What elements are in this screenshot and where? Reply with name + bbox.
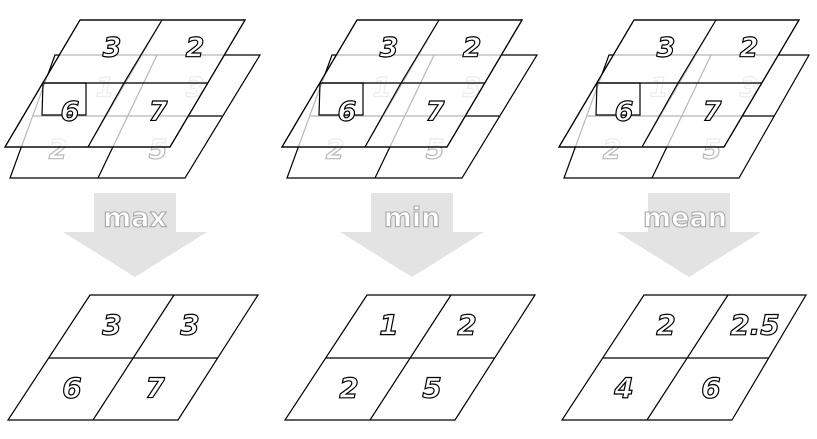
front-cell-2: 2	[740, 33, 759, 64]
result-cell-1: 2	[656, 309, 675, 342]
result-cell-3: 2	[339, 372, 358, 405]
front-cell-2: 2	[463, 33, 482, 64]
result-cell-2: 2	[457, 309, 476, 342]
result-grid-min	[283, 294, 537, 421]
stage-max: 1 3 2 5 3 2 6 7 max 3 3 6	[3, 19, 262, 421]
result-cell-4: 5	[422, 372, 441, 405]
result-grid-mean	[560, 294, 808, 421]
arrow-min: min	[340, 193, 484, 277]
stage-min: 1 3 2 5 3 2 6 7 min 1 2 2 5	[280, 19, 539, 421]
operation-label-min: min	[384, 203, 441, 234]
front-layer-max	[3, 19, 247, 148]
result-cell-2: 2.5	[730, 309, 780, 342]
result-cell-3: 6	[62, 372, 81, 405]
result-cell-2: 3	[180, 309, 199, 342]
front-cell-4: 7	[149, 97, 168, 128]
front-cell-4: 7	[703, 97, 722, 128]
result-cell-4: 6	[701, 372, 720, 405]
result-grid-max	[6, 294, 260, 421]
front-layer-mean	[557, 19, 801, 148]
result-cell-3: 4	[613, 372, 633, 405]
arrow-mean: mean	[617, 193, 761, 277]
front-cell-2: 2	[186, 33, 205, 64]
result-cell-1: 3	[102, 309, 121, 342]
front-cell-1: 3	[380, 33, 399, 64]
operation-label-mean: mean	[643, 203, 727, 234]
stage-mean: 1 3 2 5 3 2 6 7 mean 2 2.5 4 6	[557, 19, 811, 421]
result-cell-4: 7	[145, 372, 165, 405]
front-cell-3: 6	[338, 97, 357, 128]
front-cell-4: 7	[426, 97, 445, 128]
front-layer-min	[280, 19, 524, 148]
front-cell-3: 6	[615, 97, 634, 128]
operation-label-max: max	[103, 203, 167, 234]
front-cell-1: 3	[103, 33, 122, 64]
front-cell-1: 3	[657, 33, 676, 64]
arrow-max: max	[63, 193, 207, 277]
result-cell-1: 1	[379, 309, 398, 342]
front-cell-3: 6	[61, 97, 80, 128]
